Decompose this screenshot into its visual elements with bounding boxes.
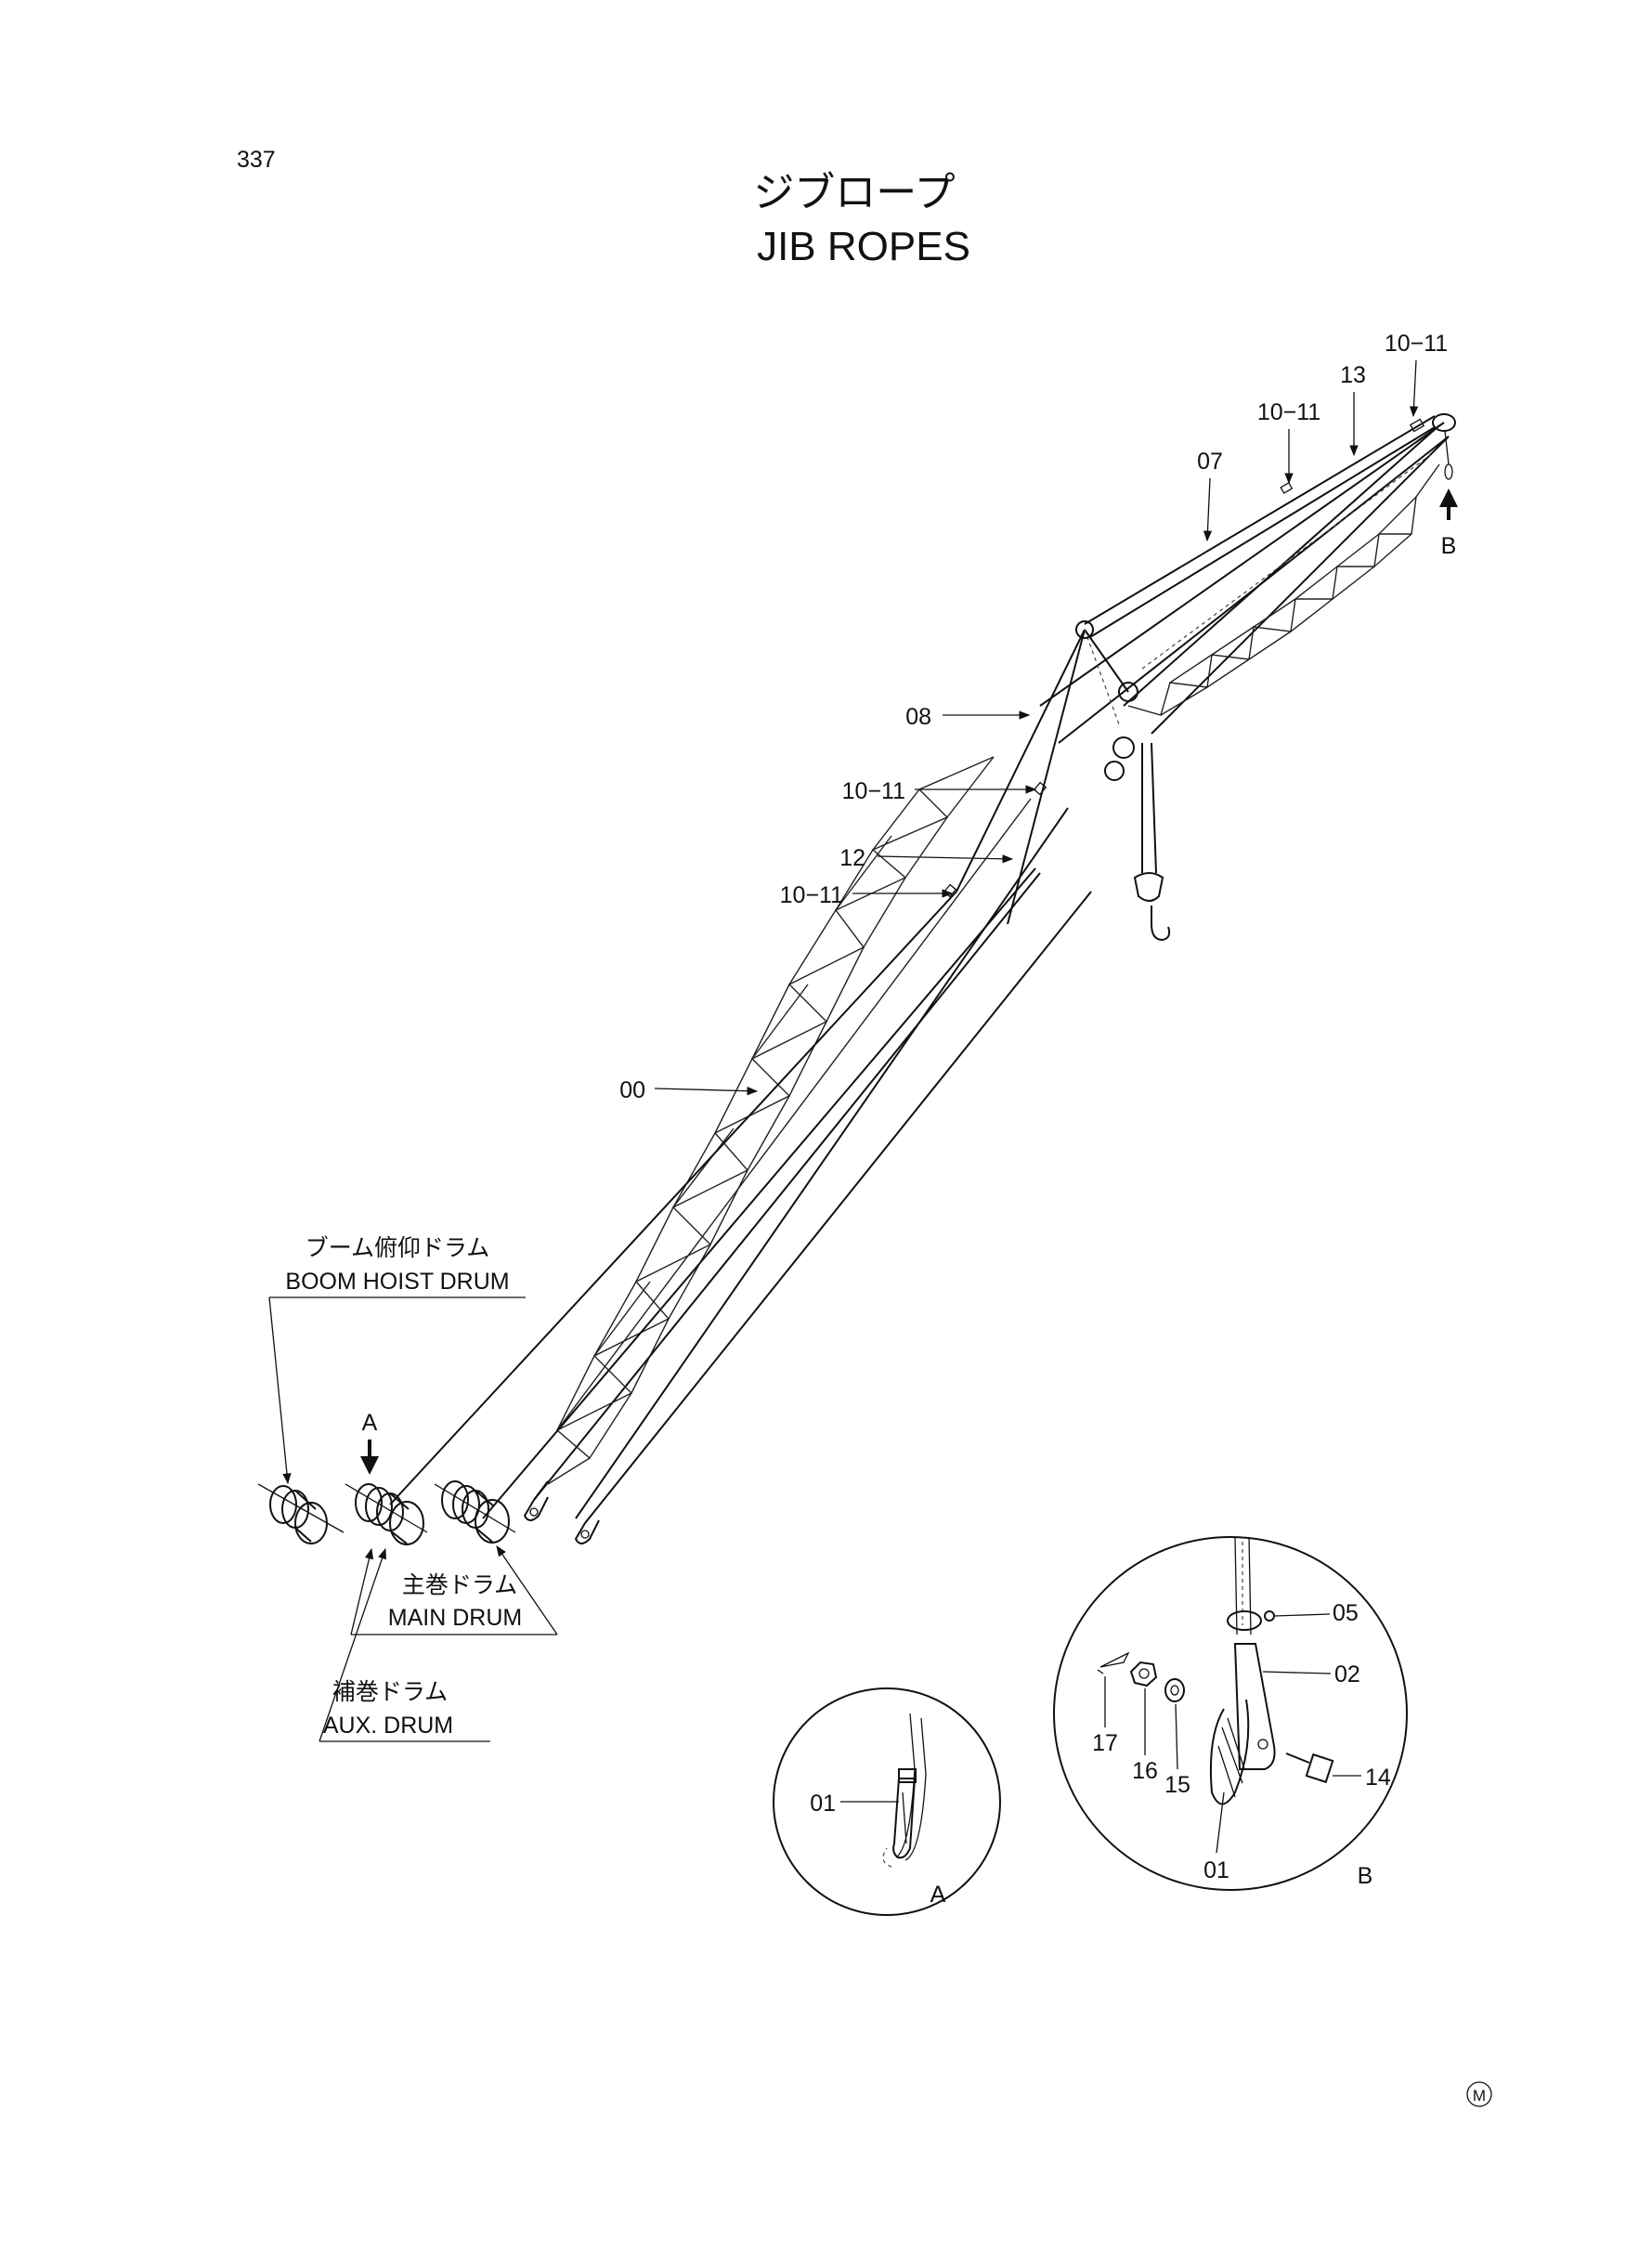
jib-lattice <box>1039 422 1450 744</box>
main-drum-label-en: MAIN DRUM <box>388 1605 522 1631</box>
aux-drum <box>345 1483 428 1545</box>
detail-a-label-01: 01 <box>810 1791 836 1817</box>
boom-foot-lugs <box>523 1496 600 1544</box>
aux-drum-label-ja: 補巻ドラム <box>332 1679 448 1705</box>
jib-head-sheave <box>1432 413 1456 480</box>
title-english: JIB ROPES <box>757 224 970 269</box>
label-10-11-upper: 10−11 <box>1257 399 1320 425</box>
boom-hoist-drum-label-en: BOOM HOIST DRUM <box>285 1269 509 1295</box>
main-drum-label-ja: 主巻ドラム <box>402 1572 517 1598</box>
view-b-arrow-label: B <box>1441 533 1457 559</box>
aux-drum-label-en: AUX. DRUM <box>323 1713 453 1739</box>
label-00: 00 <box>619 1077 645 1103</box>
view-a-arrow: A <box>360 1410 379 1475</box>
detail-b-label-01: 01 <box>1203 1857 1229 1883</box>
callouts-main: 10−11 13 10−11 07 08 10−11 12 10−11 00 <box>619 331 1448 1103</box>
label-10-11-low: 10−11 <box>780 882 843 908</box>
drum-labels: ブーム俯仰ドラム BOOM HOIST DRUM 主巻ドラム MAIN DRUM… <box>268 1235 558 1742</box>
view-a-arrow-label: A <box>362 1410 378 1436</box>
boom-hoist-drum <box>257 1483 345 1544</box>
main-drum <box>434 1480 516 1544</box>
title-japanese: ジブロープ <box>753 170 955 215</box>
label-10-11-top: 10−11 <box>1385 331 1448 357</box>
detail-a-name: A <box>930 1882 946 1908</box>
label-13: 13 <box>1340 362 1366 388</box>
rope-00-main <box>389 867 1036 1519</box>
label-12: 12 <box>839 845 865 871</box>
detail-b-label-14: 14 <box>1365 1765 1391 1791</box>
detail-b-label-02: 02 <box>1334 1661 1360 1687</box>
detail-b: 05 02 17 16 15 14 01 B <box>1053 1536 1408 1891</box>
label-07: 07 <box>1197 449 1223 475</box>
detail-a: 01 A <box>773 1687 1001 1916</box>
detail-b-name: B <box>1358 1863 1373 1889</box>
hook-block <box>1133 742 1171 942</box>
detail-b-label-15: 15 <box>1164 1772 1190 1798</box>
detail-b-label-16: 16 <box>1132 1758 1158 1784</box>
logo-mark-letter: M <box>1473 2087 1486 2104</box>
detail-b-label-17: 17 <box>1092 1730 1118 1756</box>
manufacturer-logo-mark: M <box>1466 2081 1492 2107</box>
view-b-arrow: B <box>1439 489 1458 559</box>
label-10-11-mid: 10−11 <box>842 778 905 804</box>
boom-hoist-drum-label-ja: ブーム俯仰ドラム <box>306 1235 490 1261</box>
page-number: 337 <box>237 147 276 173</box>
detail-b-label-05: 05 <box>1333 1600 1359 1626</box>
boom-lattice <box>523 756 1092 1544</box>
label-08: 08 <box>905 704 931 730</box>
